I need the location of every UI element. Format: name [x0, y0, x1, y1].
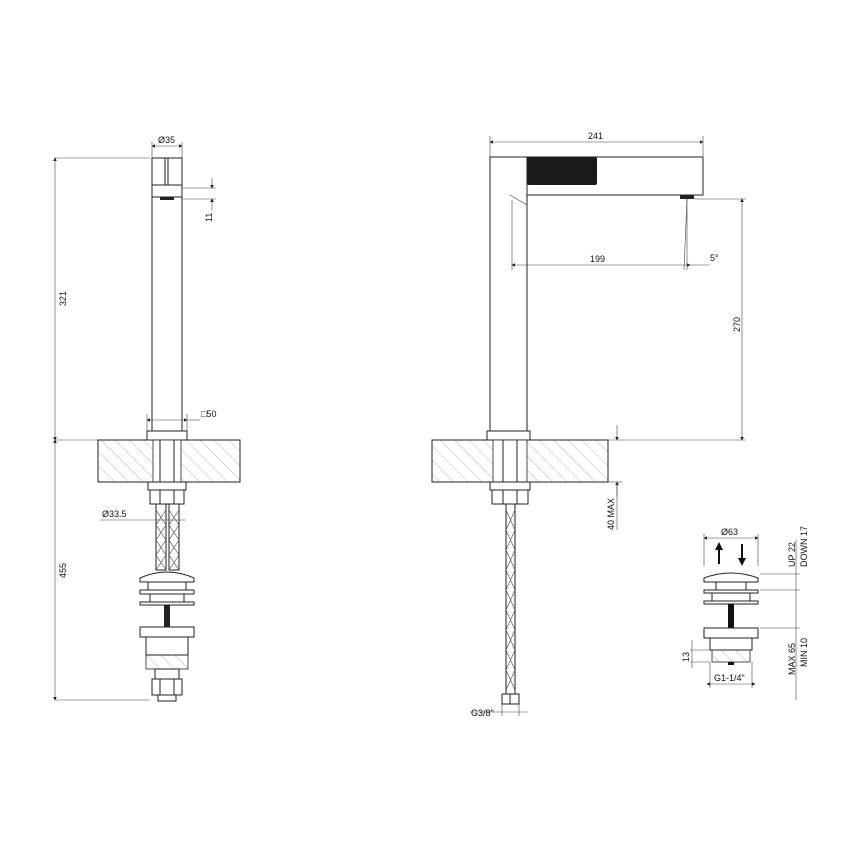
dim-base-square: □50 [201, 409, 216, 419]
dim-connection: G3/8" [471, 708, 494, 718]
front-dimensions: Ø35 321 455 11 □50 Ø33.5 [53, 135, 216, 701]
dim-diameter-head: Ø35 [158, 135, 175, 145]
dim-counter-thickness: 40 MAX [606, 498, 616, 530]
front-view-faucet [146, 157, 188, 441]
dim-spout-height: 270 [732, 317, 742, 332]
arrow-up-icon [715, 542, 723, 564]
dim-min: MIN 10 [799, 638, 809, 667]
front-fittings [139, 481, 195, 702]
dim-aerator-offset: 11 [204, 213, 214, 222]
handle-knurled [527, 157, 597, 185]
side-counter-section [431, 439, 609, 483]
side-dimensions: 241 199 5° 270 40 MAX G3/8" [470, 131, 746, 718]
waste-dimensions: Ø63 UP 22 DOWN 17 MAX 65 MIN 10 13 G1-1/… [681, 526, 809, 700]
dim-height-total: 321 [58, 291, 68, 306]
dim-nut-diameter: Ø33.5 [102, 509, 127, 519]
dim-down: DOWN 17 [799, 526, 809, 567]
dim-thread-height: 13 [681, 652, 691, 662]
side-fittings [489, 481, 531, 705]
dim-up: UP 22 [787, 542, 797, 567]
popup-waste [703, 542, 759, 665]
dim-thread: G1-1/4" [714, 673, 745, 683]
dim-waste-diameter: Ø63 [721, 527, 738, 537]
dim-below-counter: 455 [58, 563, 68, 578]
side-view-faucet [486, 156, 704, 441]
dim-angle: 5° [710, 253, 719, 263]
arrow-down-icon [738, 544, 746, 566]
dim-reach: 199 [590, 254, 605, 264]
dim-max: MAX 65 [787, 643, 797, 675]
front-counter-section [97, 439, 241, 483]
dim-length: 241 [588, 131, 603, 141]
